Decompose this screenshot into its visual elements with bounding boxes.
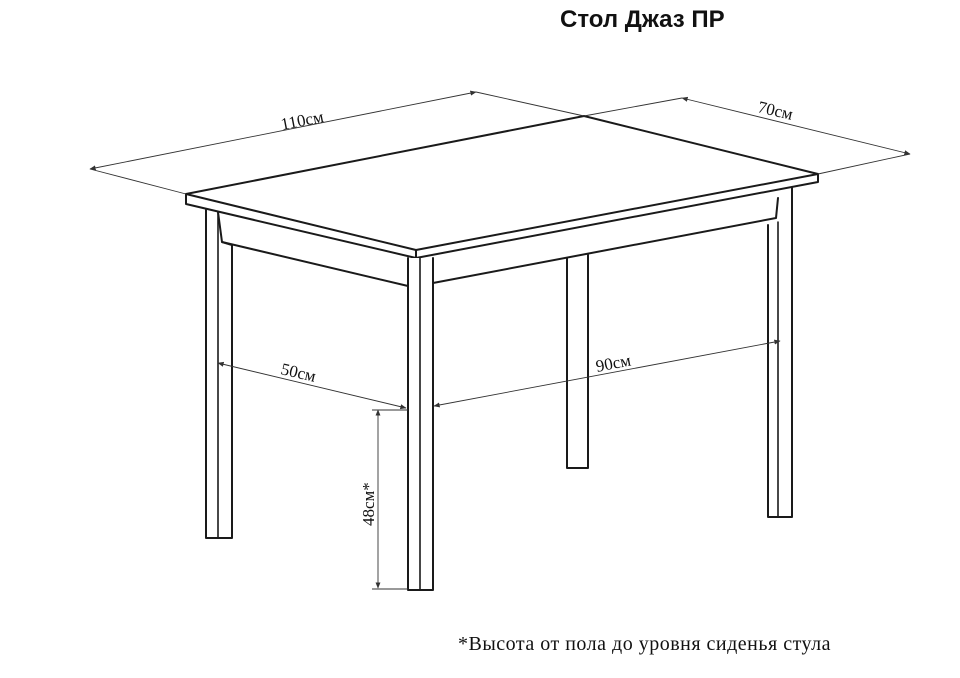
dimension-seat-height: 48см* — [359, 409, 408, 590]
dimension-label-width: 70см — [756, 97, 795, 124]
dimension-label-inner-length: 90см — [594, 350, 633, 375]
dimension-label-seat-height: 48см* — [359, 482, 378, 526]
table-apron — [217, 197, 779, 287]
tabletop — [185, 115, 819, 259]
back-right-leg — [566, 254, 589, 469]
diagram-title: Стол Джаз ПР — [560, 6, 725, 33]
right-leg — [767, 186, 793, 518]
dimension-label-inner-width: 50см — [279, 359, 318, 386]
dimension-inner-length: 90см — [433, 339, 781, 408]
dimension-inner-width: 50см — [217, 359, 407, 410]
front-leg — [407, 257, 434, 591]
dimension-label-length: 110см — [279, 107, 325, 134]
footnote: *Высота от пола до уровня сиденья стула — [458, 633, 832, 655]
left-leg — [205, 209, 233, 539]
